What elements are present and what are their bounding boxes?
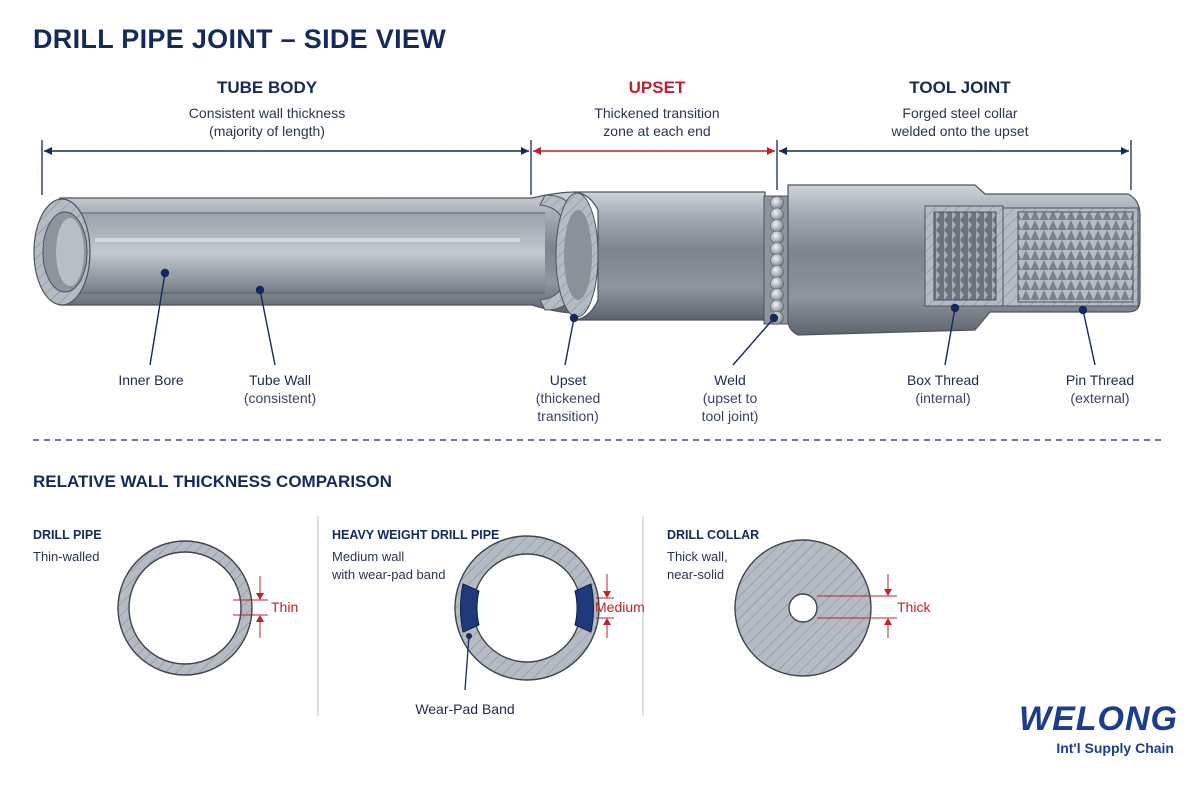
callout-box-thread-label: Box Thread — [906, 372, 980, 388]
diagram-title: DRILL PIPE JOINT – SIDE VIEW — [33, 24, 446, 54]
drill-collar-cross-section — [734, 539, 897, 677]
panel-hwdp-sub1: Medium wall — [332, 549, 405, 564]
callout-upset-sub1: (thickened — [535, 390, 601, 406]
weld-bead-sphere — [770, 253, 784, 268]
thick-dimension-label: Thick — [897, 599, 931, 615]
callout-upset: Upset (thickened transition) — [513, 371, 623, 425]
weld-bead-sphere — [770, 207, 784, 222]
panel-hwdp-sub2: with wear-pad band — [332, 567, 446, 582]
panel-drill-collar-sub1: Thick wall, — [667, 549, 728, 564]
callout-weld-sub1: (upset to — [702, 390, 758, 406]
tool-joint-sub2: welded onto the upset — [891, 123, 1029, 139]
tube-body-sub2: (majority of length) — [209, 123, 325, 139]
comparison-title: RELATIVE WALL THICKNESS COMPARISON — [33, 472, 392, 491]
upset-sub1: Thickened transition — [594, 105, 720, 121]
weld-bead-sphere — [770, 230, 784, 245]
upset-heading: UPSET — [628, 78, 686, 97]
weld-bead-sphere — [770, 276, 784, 291]
callout-weld: Weld (upset to tool joint) — [675, 371, 785, 425]
panel-drill-collar: DRILL COLLAR Thick wall, near-solid — [667, 528, 847, 584]
upset-dimension — [533, 140, 778, 190]
panel-drill-collar-heading: DRILL COLLAR — [667, 528, 760, 542]
tool-joint-sub1: Forged steel collar — [902, 105, 1018, 121]
tool-joint-header: TOOL JOINT Forged steel collar welded on… — [840, 78, 1080, 140]
tube-end-cross-section — [33, 198, 91, 306]
tool-joint-dimension — [779, 140, 1132, 190]
panel-hwdp-heading: HEAVY WEIGHT DRILL PIPE — [332, 528, 500, 542]
tube-body-header: TUBE BODY Consistent wall thickness (maj… — [147, 78, 387, 140]
tool-joint-heading: TOOL JOINT — [909, 78, 1011, 97]
callout-pin-thread-sub: (external) — [1070, 390, 1130, 406]
weld-bead-spheres — [770, 196, 784, 325]
tube-body-sub1: Consistent wall thickness — [188, 105, 346, 121]
weld-bead-sphere — [770, 288, 784, 302]
tube-body — [59, 191, 576, 314]
panel-drill-pipe-heading: DRILL PIPE — [33, 528, 102, 542]
panel-drill-collar-sub2: near-solid — [667, 567, 725, 582]
upset-header: UPSET Thickened transition zone at each … — [547, 78, 767, 140]
callout-pin-thread-label: Pin Thread — [1065, 372, 1135, 388]
callout-tube-wall-label: Tube Wall — [249, 372, 311, 388]
callout-inner-bore: Inner Bore — [96, 371, 206, 389]
tube-body-dimension — [41, 140, 532, 195]
callout-box-thread: Box Thread (internal) — [883, 371, 1003, 407]
callout-tube-wall-sub: (consistent) — [243, 390, 317, 406]
callout-weld-label: Weld — [714, 372, 746, 388]
tool-joint-body — [787, 184, 1141, 336]
medium-dimension-label: Medium — [595, 599, 645, 615]
panel-hwdp: HEAVY WEIGHT DRILL PIPE Medium wall with… — [332, 528, 532, 584]
thin-dimension-label: Thin — [271, 599, 299, 615]
wear-pad-label: Wear-Pad Band — [415, 701, 515, 717]
panel-drill-pipe-sub: Thin-walled — [33, 549, 100, 564]
callout-upset-label: Upset — [549, 372, 587, 388]
callout-box-thread-sub: (internal) — [915, 390, 971, 406]
weld-bead-sphere — [770, 219, 784, 233]
weld-bead-sphere — [770, 196, 784, 210]
callout-weld-sub2: tool joint) — [701, 408, 759, 424]
panel-drill-pipe: DRILL PIPE Thin-walled — [33, 528, 213, 566]
brand-tagline: Int'l Supply Chain — [1056, 740, 1174, 756]
hwdp-cross-section — [454, 535, 614, 691]
weld-bead-sphere — [770, 242, 784, 256]
brand-logo: WELONG — [1019, 700, 1178, 738]
tube-body-heading: TUBE BODY — [216, 78, 318, 97]
callout-leaders — [149, 268, 1096, 366]
upset-section — [539, 191, 766, 321]
weld-bead-sphere — [770, 299, 784, 314]
callout-pin-thread: Pin Thread (external) — [1040, 371, 1160, 407]
callout-tube-wall: Tube Wall (consistent) — [220, 371, 340, 407]
upset-sub2: zone at each end — [603, 123, 711, 139]
callout-upset-sub2: transition) — [537, 408, 599, 424]
drill-pipe-cross-section — [117, 540, 268, 676]
callout-inner-bore-label: Inner Bore — [118, 372, 184, 388]
weld-bead-sphere — [770, 265, 784, 279]
